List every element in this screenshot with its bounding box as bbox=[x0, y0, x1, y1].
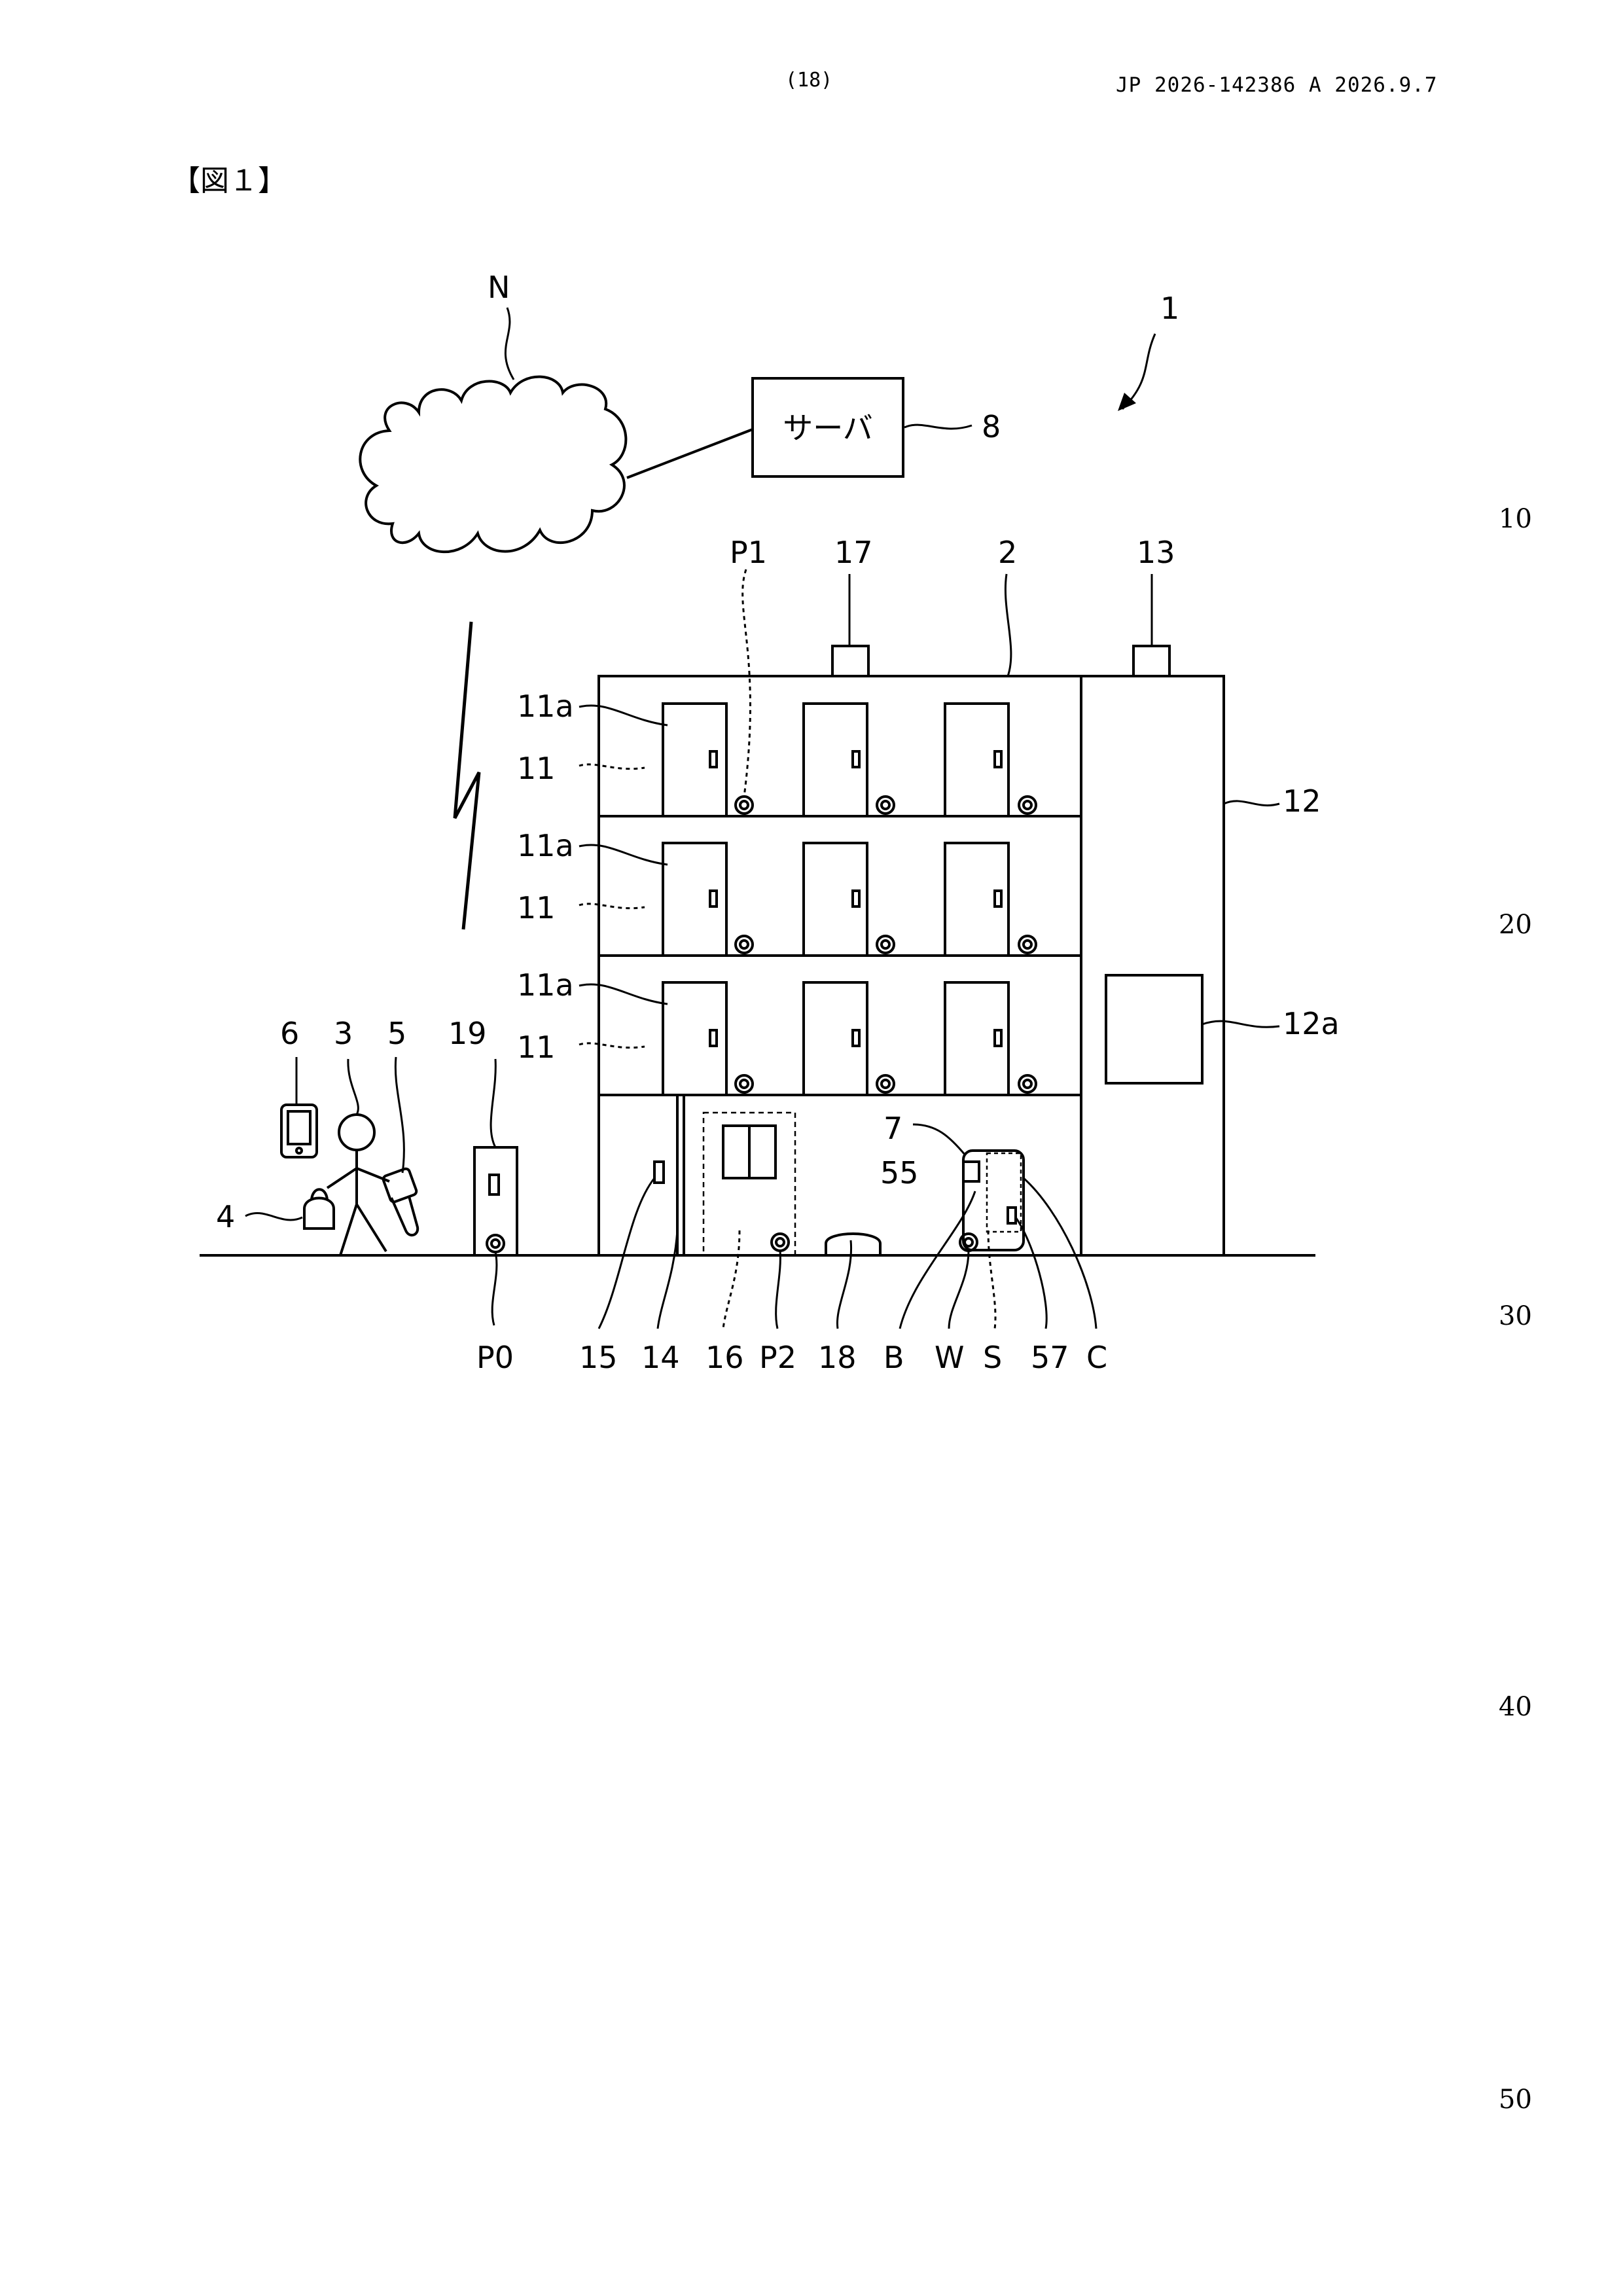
position-marker-p0 bbox=[487, 1235, 504, 1252]
roof-unit-17 bbox=[832, 646, 868, 676]
label-11a: 11a bbox=[517, 967, 574, 1003]
leader-line bbox=[743, 569, 751, 797]
label-system: 1 bbox=[1160, 291, 1179, 326]
label-p1: P1 bbox=[730, 535, 767, 570]
leader-line bbox=[988, 1230, 995, 1329]
label-c: C bbox=[1086, 1340, 1107, 1375]
leader-line bbox=[579, 706, 668, 725]
bag-4 bbox=[304, 1198, 334, 1229]
item-5 bbox=[382, 1168, 418, 1203]
label-4: 4 bbox=[216, 1199, 235, 1234]
label-5: 5 bbox=[387, 1016, 406, 1051]
leader-line bbox=[1005, 574, 1011, 676]
position-marker-p0-inner bbox=[491, 1240, 499, 1247]
leader-line bbox=[723, 1230, 740, 1329]
label-7: 7 bbox=[883, 1111, 902, 1146]
floor-2 bbox=[663, 843, 1036, 956]
leader-line bbox=[579, 984, 668, 1004]
post-window bbox=[490, 1175, 499, 1194]
label-3: 3 bbox=[334, 1016, 353, 1051]
leader-line bbox=[579, 904, 645, 908]
person-head bbox=[339, 1115, 374, 1150]
label-14: 14 bbox=[641, 1340, 680, 1375]
label-2: 2 bbox=[998, 535, 1017, 570]
label-17: 17 bbox=[834, 535, 873, 570]
label-15: 15 bbox=[579, 1340, 618, 1375]
label-18: 18 bbox=[818, 1340, 857, 1375]
position-marker-p2 bbox=[772, 1234, 789, 1251]
label-11: 11 bbox=[517, 890, 556, 925]
server-label: サーバ bbox=[783, 410, 873, 446]
label-s: S bbox=[983, 1340, 1002, 1375]
leader-line bbox=[492, 1252, 497, 1325]
leader-line bbox=[348, 1059, 358, 1115]
label-12: 12 bbox=[1283, 783, 1321, 819]
leader-line bbox=[1016, 1217, 1046, 1329]
network-cloud bbox=[360, 377, 626, 552]
leader-line bbox=[579, 764, 645, 769]
leader-line bbox=[491, 1059, 495, 1147]
leader-line bbox=[776, 1251, 781, 1329]
label-p0: P0 bbox=[476, 1340, 514, 1375]
network-connection-line bbox=[627, 429, 753, 478]
wireless-bolt-icon bbox=[455, 622, 479, 929]
label-11: 11 bbox=[517, 1030, 556, 1065]
leader-line bbox=[245, 1213, 302, 1221]
leader-line bbox=[579, 1043, 645, 1048]
label-6: 6 bbox=[280, 1016, 299, 1051]
floor-3 bbox=[663, 704, 1036, 816]
label-11a: 11a bbox=[517, 828, 574, 863]
label-13: 13 bbox=[1137, 535, 1175, 570]
leader-line bbox=[395, 1057, 404, 1173]
leader-line bbox=[1024, 1178, 1096, 1329]
smartphone-screen bbox=[288, 1111, 310, 1144]
label-19: 19 bbox=[448, 1016, 487, 1051]
person-arm bbox=[327, 1168, 357, 1188]
robot-wheel-inner bbox=[965, 1238, 972, 1246]
intercom-15 bbox=[654, 1162, 664, 1183]
floor-1 bbox=[663, 982, 1036, 1095]
robot-handle-57 bbox=[1008, 1208, 1016, 1223]
label-12a: 12a bbox=[1283, 1006, 1340, 1041]
label-57: 57 bbox=[1031, 1340, 1069, 1375]
leader-line bbox=[658, 1230, 677, 1329]
label-11: 11 bbox=[517, 751, 556, 786]
label-p2: P2 bbox=[759, 1340, 796, 1375]
robot-sensor-55 bbox=[963, 1162, 979, 1181]
label-55: 55 bbox=[880, 1155, 919, 1191]
roof-unit-13 bbox=[1133, 646, 1169, 676]
label-network: N bbox=[488, 270, 510, 305]
leader-line bbox=[1202, 1021, 1279, 1027]
label-w: W bbox=[935, 1340, 964, 1375]
label-server: 8 bbox=[982, 409, 1001, 444]
person-leg bbox=[340, 1204, 357, 1255]
position-marker-p2-inner bbox=[776, 1238, 784, 1246]
leader-line bbox=[579, 845, 668, 865]
person-leg bbox=[357, 1204, 386, 1251]
leader-line bbox=[1224, 801, 1279, 806]
label-11a: 11a bbox=[517, 689, 574, 724]
leader-line bbox=[837, 1240, 851, 1329]
smartphone-button bbox=[296, 1148, 302, 1153]
leader-line bbox=[599, 1178, 654, 1329]
dock-18 bbox=[826, 1234, 880, 1255]
elevator-panel-12a bbox=[1106, 975, 1202, 1083]
leader-line bbox=[505, 308, 514, 380]
leader-line bbox=[913, 1124, 965, 1155]
leader-line bbox=[949, 1251, 969, 1329]
leader-line bbox=[904, 425, 972, 429]
label-b: B bbox=[883, 1340, 904, 1375]
label-16: 16 bbox=[705, 1340, 744, 1375]
